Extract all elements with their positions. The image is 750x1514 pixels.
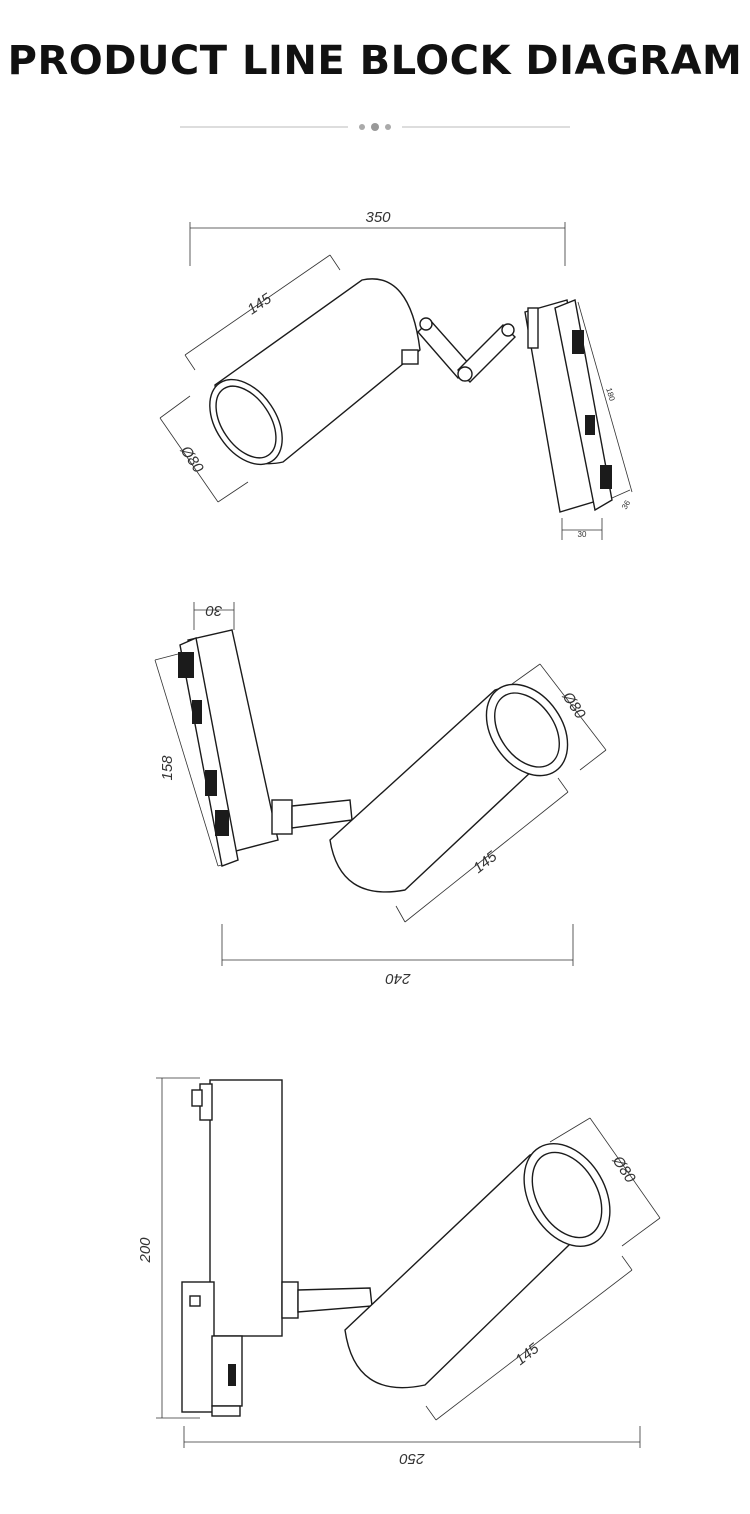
svg-text:180: 180 [604,387,616,403]
lamp-cylinder [344,1143,611,1389]
dim-height-158: 158 [154,653,233,867]
page-title: PRODUCT LINE BLOCK DIAGRAM [7,38,743,84]
svg-text:250: 250 [399,1450,426,1467]
track-adapter [178,629,279,867]
dim-width-240: 240 [221,924,574,987]
dim-track: 180 30 36 [561,301,633,540]
svg-text:Ø80: Ø80 [176,442,207,476]
dim-height-200: 200 [137,1077,200,1419]
lamp-cylinder [209,278,421,466]
lamp-connector [281,1281,373,1319]
track-adapter [524,299,613,513]
svg-text:30: 30 [578,530,587,539]
svg-text:145: 145 [512,1340,543,1369]
lamp-arm [417,317,516,383]
svg-text:145: 145 [470,848,501,877]
svg-text:145: 145 [244,290,275,318]
svg-text:240: 240 [385,970,412,987]
svg-text:30: 30 [205,602,222,619]
view-1-drawing: 350 145 Ø80 180 [159,209,633,540]
svg-text:158: 158 [159,755,176,781]
view-2-drawing: 30 158 Ø80 145 [154,602,607,987]
title-divider [180,123,570,131]
lamp-connector [271,799,353,835]
lamp-cylinder [329,683,569,893]
svg-text:200: 200 [137,1237,154,1264]
svg-text:350: 350 [365,209,391,226]
dim-thickness-30: 30 [193,602,235,630]
svg-text:36: 36 [620,498,633,511]
dim-width-250: 250 [183,1426,641,1467]
view-3-drawing: 200 Ø80 145 250 [137,1077,661,1467]
track-adapter [181,1079,283,1417]
dim-width-350: 350 [189,209,566,266]
